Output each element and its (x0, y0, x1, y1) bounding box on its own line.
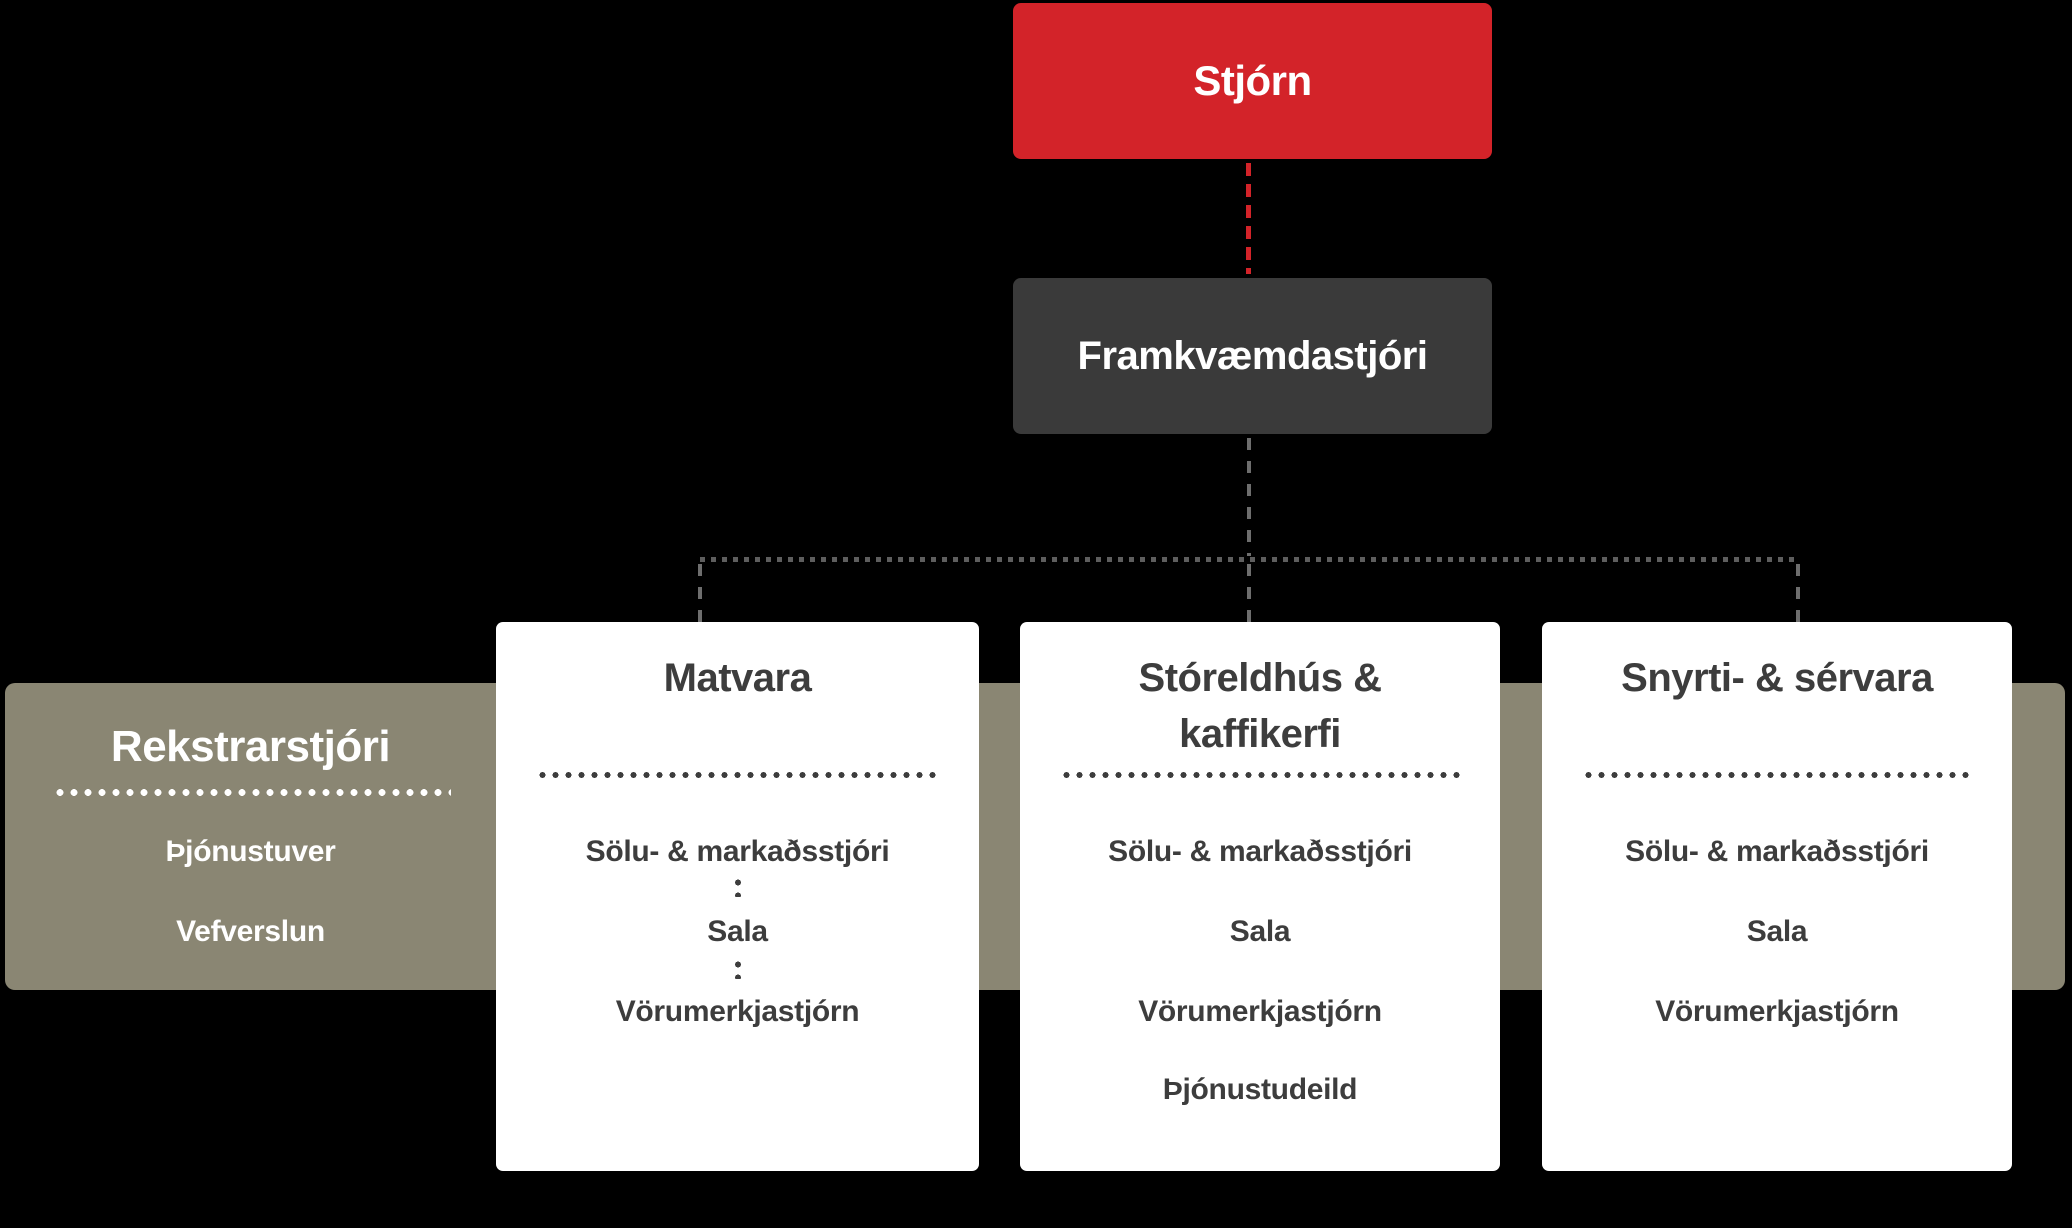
division-title-line: Snyrti- & sérvara (1621, 656, 1933, 700)
division-item: Vörumerkjastjórn (1138, 995, 1382, 1028)
division-title-line: kaffikerfi (1179, 712, 1341, 756)
division-title-line: Matvara (663, 656, 812, 700)
division-item: Vörumerkjastjórn (615, 995, 860, 1028)
connector-board-ceo (1246, 163, 1251, 274)
item-connector-dots (734, 958, 741, 979)
connector-ceo-trunk (1247, 438, 1251, 556)
division-item: Þjónustudeild (1162, 1073, 1358, 1106)
division-card-snyrti: Snyrti- & sérvara Sölu- & markaðsstjóri … (1542, 622, 2012, 1171)
division-title: Snyrti- & sérvara (1542, 650, 2012, 706)
division-item: Sala (1746, 915, 1808, 948)
operations-dotted-separator (53, 789, 451, 796)
division-item: Sölu- & markaðsstjóri (1108, 835, 1412, 868)
division-item: Sala (1229, 915, 1291, 948)
operations-item: Vefverslun (176, 915, 325, 948)
division-item: Sala (707, 915, 768, 948)
division-item: Sölu- & markaðsstjóri (1625, 835, 1929, 868)
operations-title: Rekstrarstjóri (110, 722, 391, 771)
connector-drop-storeldhus (1247, 564, 1251, 622)
node-ceo: Framkvæmdastjóri (1013, 278, 1492, 434)
division-dotted-separator (536, 772, 939, 778)
division-title: Stóreldhús & kaffikerfi (1020, 650, 1500, 762)
division-dotted-separator (1060, 772, 1460, 778)
connector-drop-matvara (698, 564, 702, 622)
node-board-label: Stjórn (1193, 57, 1312, 104)
operations-item: Þjónustuver (165, 835, 336, 868)
division-title-line: Stóreldhús & (1138, 656, 1382, 700)
operations-panel: Rekstrarstjóri Þjónustuver Vefverslun (5, 683, 496, 990)
division-card-storeldhus: Stóreldhús & kaffikerfi Sölu- & markaðss… (1020, 622, 1500, 1171)
division-item: Vörumerkjastjórn (1655, 995, 1899, 1028)
node-board: Stjórn (1013, 3, 1492, 159)
item-connector-dots (734, 876, 741, 897)
division-card-matvara: Matvara Sölu- & markaðsstjóri Sala Vörum… (496, 622, 979, 1171)
connector-drop-snyrti (1796, 564, 1800, 622)
division-title: Matvara (496, 650, 979, 706)
division-dotted-separator (1582, 772, 1972, 778)
node-ceo-label: Framkvæmdastjóri (1077, 333, 1428, 378)
connector-horizontal-rail (700, 557, 1798, 562)
division-item: Sölu- & markaðsstjóri (585, 835, 890, 868)
